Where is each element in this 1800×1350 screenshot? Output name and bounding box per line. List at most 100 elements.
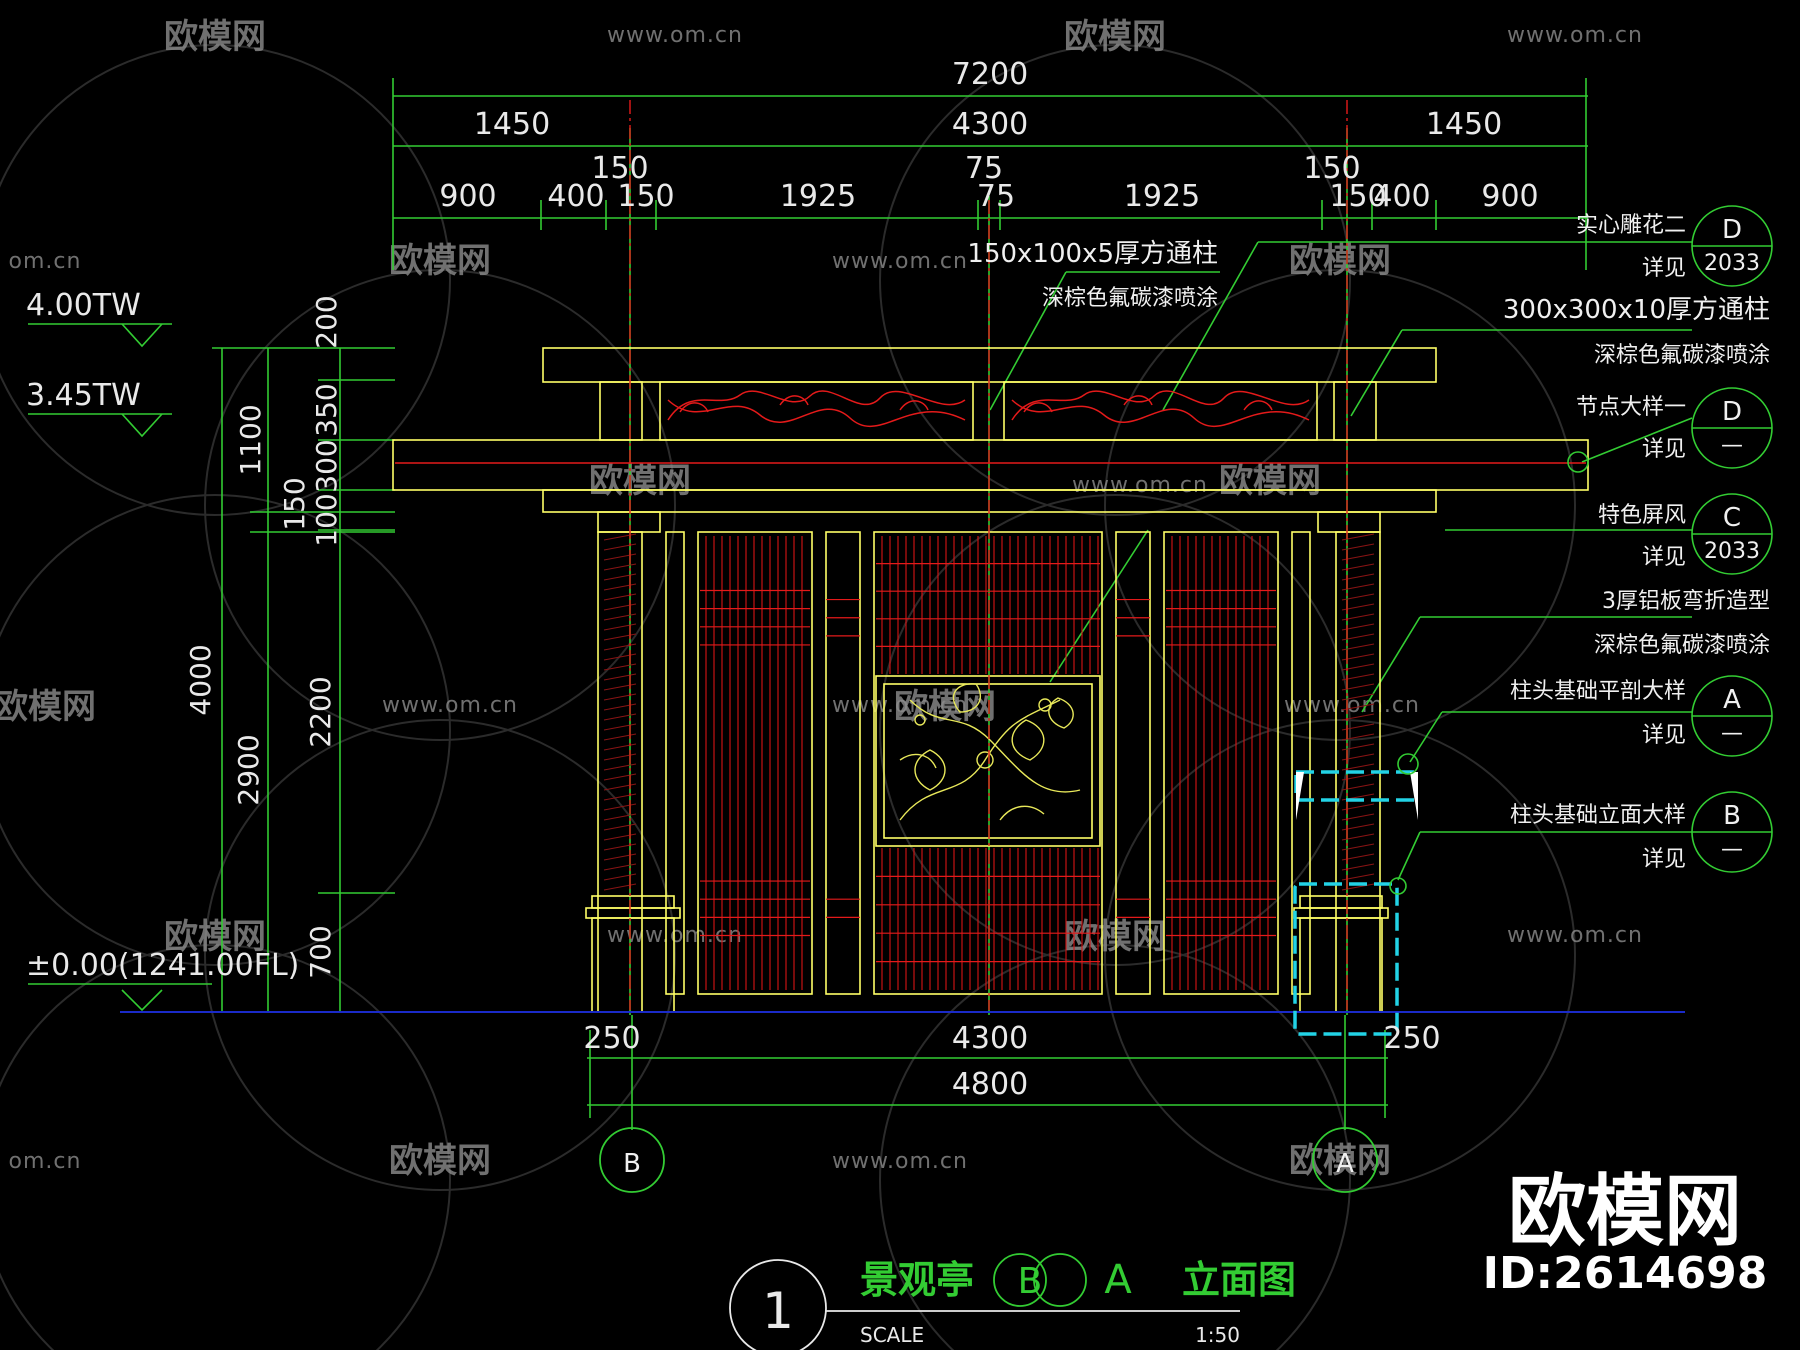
level-top: 4.00TW: [26, 288, 141, 323]
callout-4-letter: A: [1723, 685, 1741, 715]
dim-b4800: 4800: [952, 1067, 1028, 1102]
watermark-circle: [0, 44, 451, 516]
watermark-layer: 欧模网欧模网欧模网欧模网欧模网欧模网欧模网欧模网欧模网欧模网欧模网欧模网www.…: [0, 17, 1643, 1350]
callout-2-ref: —: [1721, 433, 1743, 458]
dim-v300: 300: [310, 439, 343, 492]
callout-labels: D 2033 D — C 2033 A — B —: [1704, 215, 1760, 862]
watermark-url: www.om.cn: [1507, 23, 1643, 48]
watermark-circle: [0, 494, 451, 966]
dim-75-top: 75: [965, 151, 1003, 186]
watermark-brand: 欧模网: [1064, 17, 1166, 57]
note-tube-big-1: 300x300x10厚方通柱: [1503, 295, 1770, 325]
dim-v4000: 4000: [184, 644, 217, 715]
watermark-url: www.om.cn: [1284, 693, 1420, 718]
dim-b4300: 4300: [952, 1021, 1028, 1056]
note-tube-small-1: 150x100x5厚方通柱: [967, 239, 1218, 269]
selected-base-highlight: [1293, 770, 1418, 1036]
level-ground: ±0.00(1241.00FL): [26, 948, 299, 983]
callout-1-ref: 2033: [1704, 251, 1760, 276]
watermark-brand: 欧模网: [1219, 461, 1321, 501]
watermark-circle: [1104, 269, 1576, 741]
carved-flower-panel: [899, 683, 1081, 821]
watermark-url: www.om.cn: [832, 249, 968, 274]
note-alu-2: 深棕色氟碳漆喷涂: [1594, 633, 1770, 658]
grid-axis-bubbles: [599, 1127, 1378, 1193]
callout-5-letter: B: [1723, 801, 1741, 831]
dim-v1100: 1100: [234, 404, 267, 475]
axis-left-label: B: [623, 1149, 641, 1179]
dim-75-bottom: 75: [977, 179, 1015, 214]
top-carving-panels: [667, 390, 1310, 428]
watermark-url: www.om.cn: [832, 1149, 968, 1174]
watermark-url: www.om.cn: [1072, 473, 1208, 498]
watermark-url: www.om.cn: [1507, 923, 1643, 948]
selection-grips: [1296, 772, 1418, 820]
dim-150-left-2: 150: [617, 179, 674, 214]
dim-b250-left: 250: [583, 1021, 640, 1056]
watermark-brand: 欧模网: [589, 461, 691, 501]
dim-v350: 350: [310, 383, 343, 436]
title-grid-b: B: [1018, 1261, 1043, 1302]
note-carving-2: 详见: [1642, 256, 1686, 281]
watermark-brand: 欧模网: [0, 687, 96, 727]
dim-1925-right: 1925: [1124, 179, 1200, 214]
watermark-brand: 欧模网: [1289, 241, 1391, 281]
axis-right-label: A: [1336, 1149, 1354, 1179]
dim-bay-left: 1450: [474, 107, 550, 142]
title-scale-label: SCALE: [860, 1323, 924, 1347]
watermark-circle: [879, 944, 1351, 1350]
level-marks: 4.00TW 3.45TW ±0.00(1241.00FL): [26, 288, 299, 983]
note-carving-1: 实心雕花二: [1576, 213, 1686, 238]
dim-1925-left: 1925: [780, 179, 856, 214]
dim-v100: 100: [310, 493, 343, 546]
dim-400-right: 400: [1373, 179, 1430, 214]
title-scale-value: 1:50: [1195, 1323, 1240, 1347]
callout-3-ref: 2033: [1704, 539, 1760, 564]
callout-5-ref: —: [1721, 837, 1743, 862]
watermark-brand: 欧模网: [1064, 917, 1166, 957]
note-tube-big-2: 深棕色氟碳漆喷涂: [1594, 343, 1770, 368]
watermark-brand: 欧模网: [389, 241, 491, 281]
note-tube-small-2: 深棕色氟碳漆喷涂: [1042, 286, 1218, 311]
dim-overall: 7200: [952, 57, 1028, 92]
dim-v150: 150: [278, 477, 311, 530]
center-lines: [629, 100, 1348, 1010]
dim-v2900: 2900: [232, 734, 265, 805]
watermark-big-brand: 欧模网: [1508, 1167, 1742, 1257]
dimension-text: 7200 1450 4300 1450 150 75 150 900 400 1…: [184, 57, 1539, 1102]
detail-callouts: [1389, 205, 1773, 895]
title-block: 1 景观亭 B A 立面图 SCALE 1:50: [729, 1253, 1296, 1350]
watermark-id: ID:2614698: [1483, 1248, 1768, 1299]
watermark-circle: [204, 719, 676, 1191]
dim-bay-mid: 4300: [952, 107, 1028, 142]
note-elev-1: 柱头基础立面大样: [1510, 803, 1686, 828]
note-plan-1: 柱头基础平剖大样: [1510, 679, 1686, 704]
dim-150-left: 150: [591, 151, 648, 186]
watermark-brand: 欧模网: [389, 1141, 491, 1181]
watermark-circle: [879, 44, 1351, 516]
dim-b250-right: 250: [1383, 1021, 1440, 1056]
watermark-url: www.om.cn: [832, 693, 968, 718]
title-suffix: 立面图: [1182, 1258, 1296, 1302]
screen-red-lines: [395, 462, 1586, 990]
callout-4-ref: —: [1721, 721, 1743, 746]
watermark-circle: [879, 494, 1351, 966]
title-text: 景观亭: [860, 1258, 974, 1302]
watermark-brand: 欧模网: [894, 687, 996, 727]
note-node-2: 详见: [1642, 437, 1686, 462]
annotation-notes: 150x100x5厚方通柱 深棕色氟碳漆喷涂 实心雕花二 详见 300x300x…: [967, 213, 1770, 872]
dim-v2200: 2200: [304, 676, 337, 747]
watermark-url: www.om.cn: [607, 23, 743, 48]
watermark-circle: [0, 944, 451, 1350]
dim-bay-right: 1450: [1426, 107, 1502, 142]
note-screen-1: 特色屏风: [1598, 503, 1686, 528]
note-alu-1: 3厚铝板弯折造型: [1602, 589, 1770, 614]
dim-400-left: 400: [547, 179, 604, 214]
watermark-brand: 欧模网: [164, 17, 266, 57]
dim-900-left: 900: [439, 179, 496, 214]
level-beam: 3.45TW: [26, 378, 141, 413]
title-number: 1: [762, 1282, 794, 1340]
watermark-brand: 欧模网: [164, 917, 266, 957]
callout-2-letter: D: [1722, 397, 1742, 427]
